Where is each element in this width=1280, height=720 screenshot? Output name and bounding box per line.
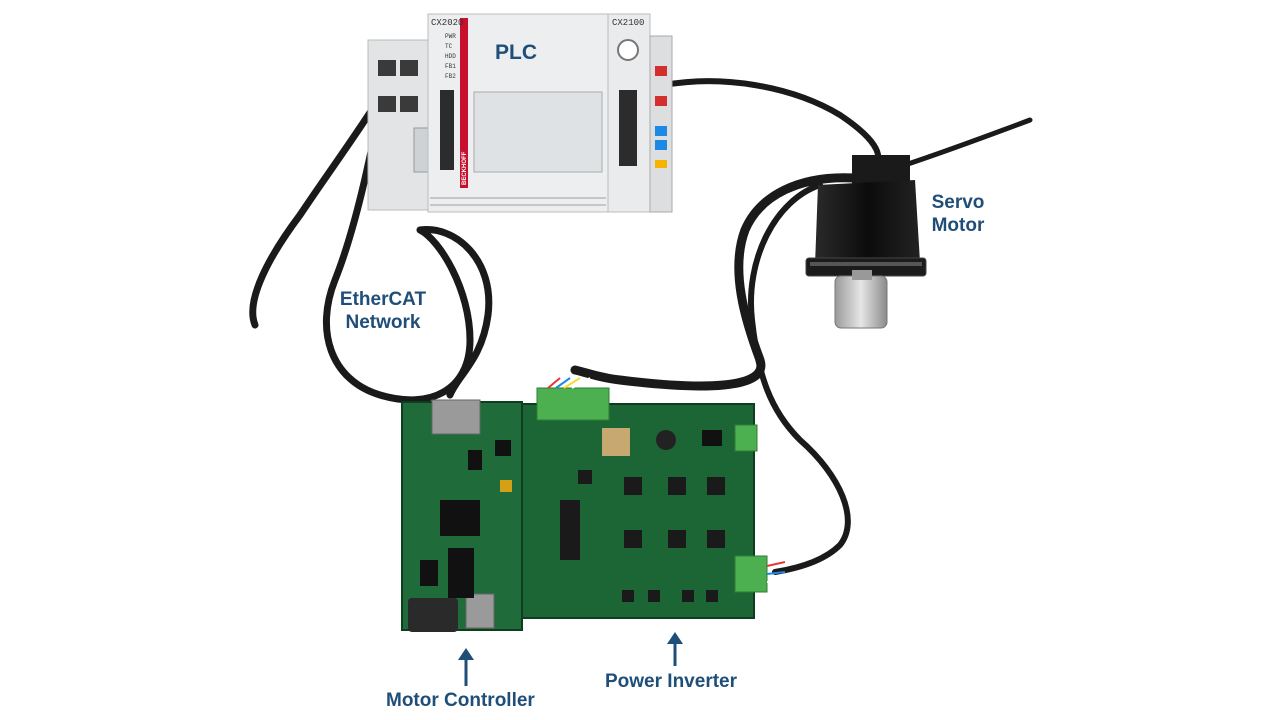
plc-model-right: CX2100 [612,18,644,28]
plc-brand: BECKHOFF [462,151,468,185]
label-servo-motor: Servo Motor [931,192,985,236]
plc-status-fb1: FB1 [445,63,456,70]
power-inverter-board [521,377,786,619]
plc-status-pwr: PWR [445,33,456,40]
servo-trailing-cable [902,117,1033,168]
plc-model-left: CX2020 [431,18,463,28]
motor-controller-board [401,399,523,632]
label-ethercat-network: EtherCAT Network [339,289,427,333]
arrows [458,632,683,686]
ethercat-cable [249,88,493,404]
plc-red-stripe [460,18,468,188]
motor-controller-arrow [458,648,474,686]
servo-feedback-cable [748,182,851,575]
plc-unit [367,13,673,213]
servo-motor [805,155,927,329]
ethernet-ports [378,60,418,112]
plc-servo-cable [662,78,882,163]
plc-status-tc: TC [445,43,453,50]
plc-status-hdd: HDD [445,53,456,60]
plc-status-fb2: FB2 [445,73,456,80]
power-inverter-arrow [667,632,683,666]
label-power-inverter: Power Inverter [605,671,737,692]
label-plc: PLC [495,41,537,64]
cables [249,78,1033,575]
label-motor-controller: Motor Controller [386,690,535,711]
